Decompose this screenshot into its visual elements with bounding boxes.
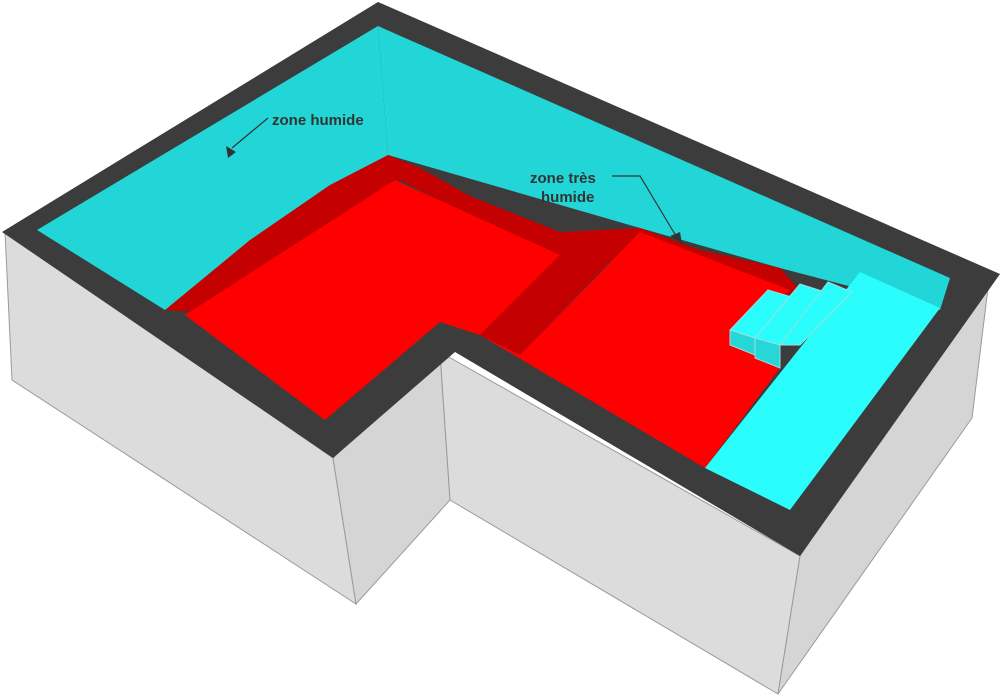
- humid-zone-arrowhead: [226, 146, 236, 158]
- annotation-very-humid-zone: zone très humide: [530, 170, 682, 244]
- wet-band-divider: [480, 230, 640, 355]
- humid-zone-label: zone humide: [272, 112, 364, 129]
- very-humid-zone-label-line2: humide: [541, 189, 594, 206]
- inner-wall-back-left: [37, 26, 388, 310]
- very-humid-zone-label-line1: zone très: [530, 170, 596, 187]
- very-humid-floor: [185, 180, 790, 468]
- step-3-top: [778, 281, 853, 346]
- inner-wall-back-right: [378, 26, 950, 310]
- humid-zone-arrow: [231, 117, 269, 149]
- exterior-walls: [4, 231, 991, 695]
- annotation-humid-zone: zone humide: [226, 112, 364, 158]
- wet-floor-left: [185, 180, 560, 420]
- wet-band-left: [165, 155, 800, 312]
- dry-floor-strip: [705, 272, 940, 510]
- very-humid-zone-leader: [612, 175, 677, 237]
- step-2-front: [754, 337, 781, 369]
- very-humid-zone-arrowhead: [670, 232, 682, 244]
- steps: [729, 281, 853, 369]
- wet-floor-right: [480, 232, 790, 468]
- very-humid-wall-band: [165, 155, 800, 355]
- inner-walls: [37, 26, 950, 310]
